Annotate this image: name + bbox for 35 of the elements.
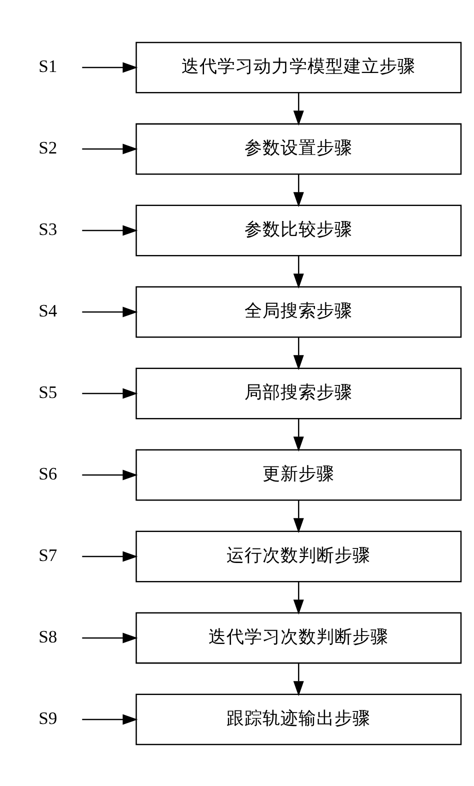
node-text: S3 [38, 218, 57, 239]
node-box: 迭代学习次数判断步骤 [135, 612, 462, 664]
node-box: 迭代学习动力学模型建立步骤 [135, 41, 462, 93]
node-text: S6 [38, 463, 57, 484]
arrow [292, 174, 304, 207]
arrow [82, 469, 138, 480]
arrow [292, 255, 304, 288]
arrow [82, 714, 138, 724]
arrow [82, 388, 138, 398]
node-text: S2 [38, 137, 57, 158]
node-box: 运行次数判断步骤 [135, 530, 462, 582]
node-box: 全局搜索步骤 [135, 286, 462, 338]
arrow [292, 418, 304, 452]
node-box: 局部搜索步骤 [135, 367, 462, 419]
arrow [82, 632, 138, 643]
arrow [292, 92, 304, 126]
arrow [82, 143, 138, 154]
arrow [82, 224, 138, 236]
arrow [292, 581, 304, 614]
node-text: S4 [38, 300, 57, 320]
node-text: S9 [38, 708, 57, 728]
arrow [82, 306, 138, 317]
node-box: 参数设置步骤 [135, 122, 462, 174]
arrow [82, 62, 138, 72]
node-box: 参数比较步骤 [135, 204, 462, 256]
node-text: S1 [38, 56, 57, 76]
node-text: S8 [38, 626, 57, 646]
arrow [292, 662, 304, 696]
node-text: S5 [38, 382, 57, 402]
node-text: S7 [38, 544, 57, 565]
arrow [82, 550, 138, 562]
arrow [292, 500, 304, 533]
arrow [292, 336, 304, 370]
node-box: 跟踪轨迹输出步骤 [135, 693, 462, 745]
node-box: 更新步骤 [135, 448, 462, 500]
